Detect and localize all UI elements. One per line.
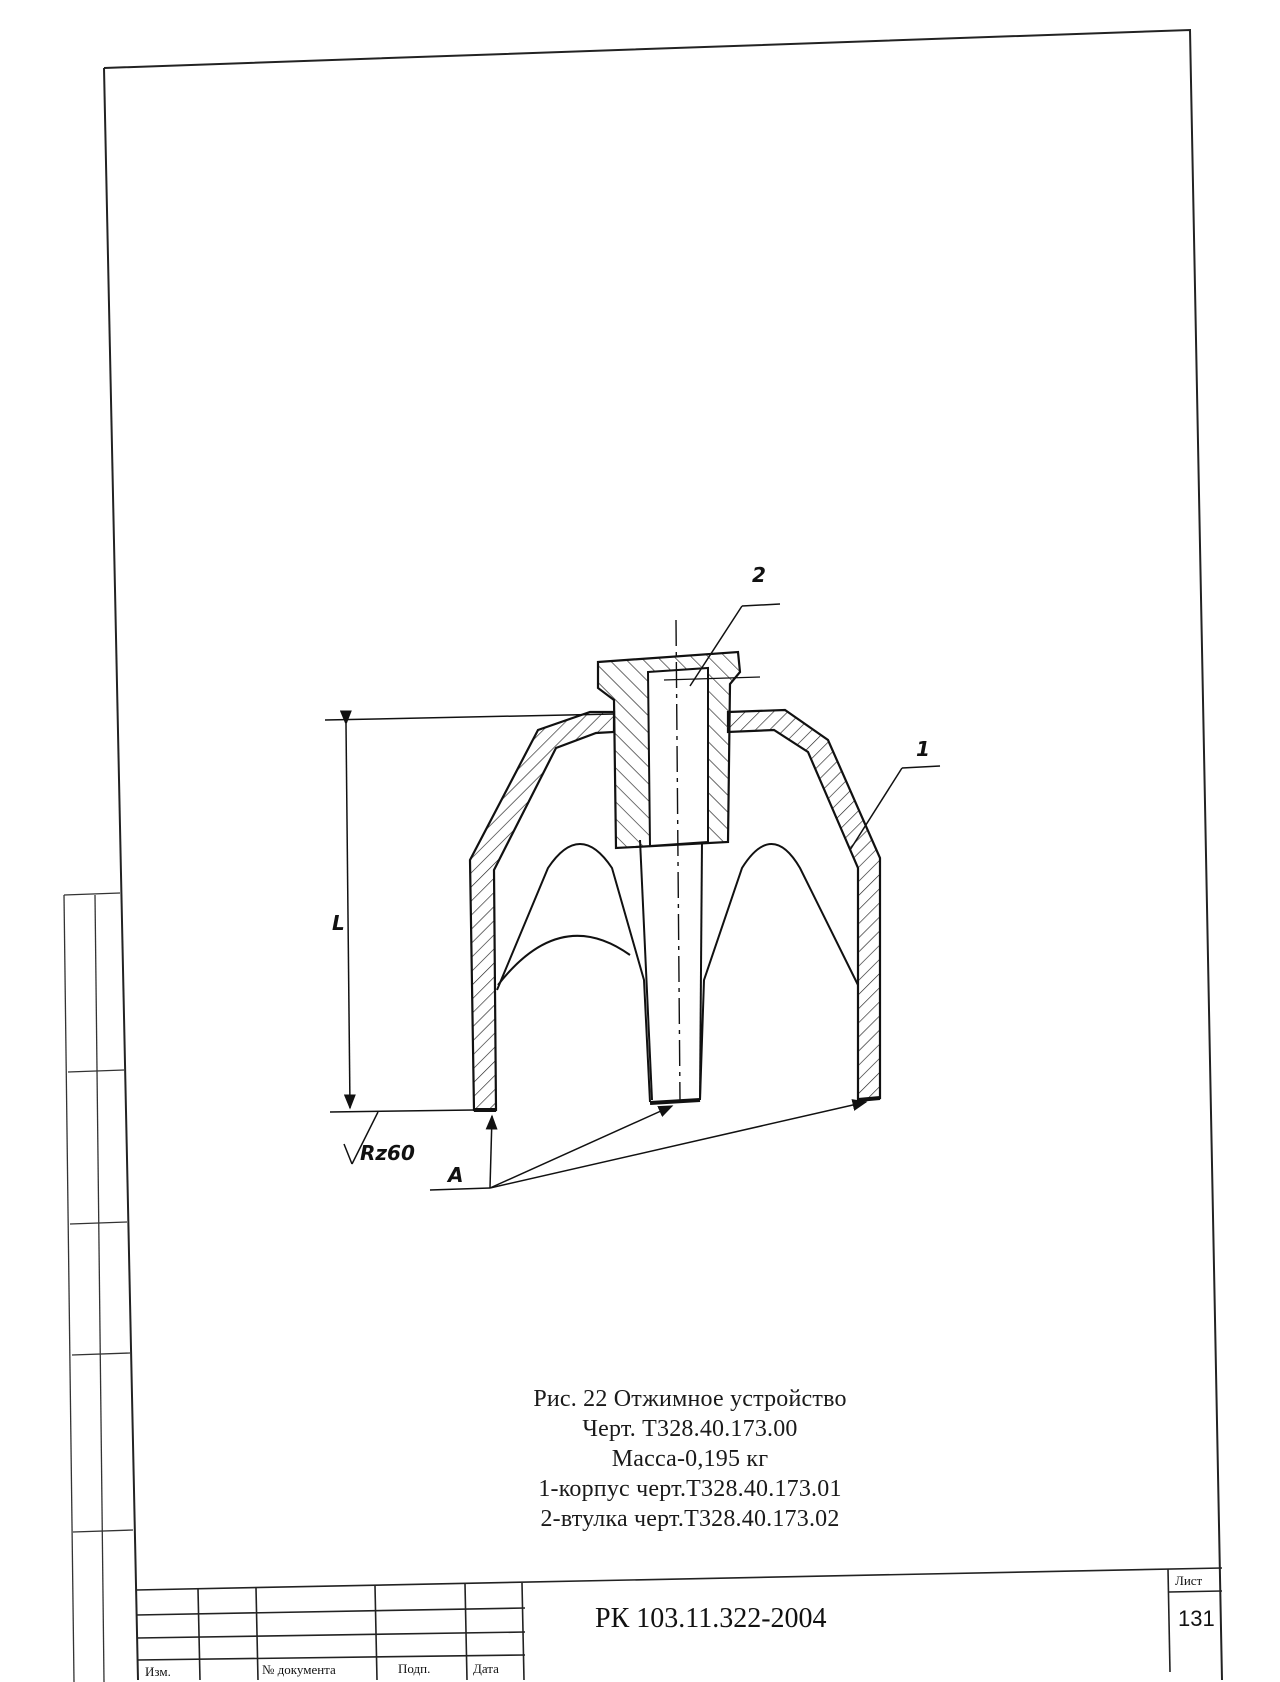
col-doc-label: № документа [262,1662,336,1677]
surface-a-leaders [429,1099,868,1191]
binding-strip [63,892,134,1682]
col-date-label: Дата [473,1661,499,1676]
caption-part-2: 2-втулка черт.Т328.40.173.02 [540,1506,840,1532]
document-code: РК 103.11.322-2004 [595,1603,827,1634]
sheet-number: 131 [1178,1606,1215,1631]
title-block [135,1567,1223,1681]
bushing-part-2 [596,619,761,1101]
dimension-l [324,710,615,1113]
label-part-2: 2 [752,563,766,587]
caption-part-1: 1-корпус черт.Т328.40.173.01 [538,1476,842,1502]
caption-drawing-number: Черт. Т328.40.173.00 [582,1416,798,1442]
col-izm-label: Изм. [145,1664,171,1679]
sheet-label: Лист [1175,1573,1203,1588]
label-part-1: 1 [916,737,930,761]
leader-part-1 [849,765,941,851]
caption-title: Рис. 22 Отжимное устройство [533,1386,847,1412]
caption-mass: Масса-0,195 кг [611,1446,769,1472]
leader-part-2 [689,603,781,687]
label-dimension-l: L [332,911,345,935]
roughness-mark [343,1111,379,1165]
sheet-frame [103,28,1223,1681]
col-sign-label: Подп. [398,1661,430,1676]
label-surface-a: A [446,1163,463,1187]
body-part-1 [468,708,882,1112]
label-roughness: Rz60 [360,1141,415,1165]
figure-caption: Рис. 22 Отжимное устройство Черт. Т328.4… [430,1384,950,1534]
